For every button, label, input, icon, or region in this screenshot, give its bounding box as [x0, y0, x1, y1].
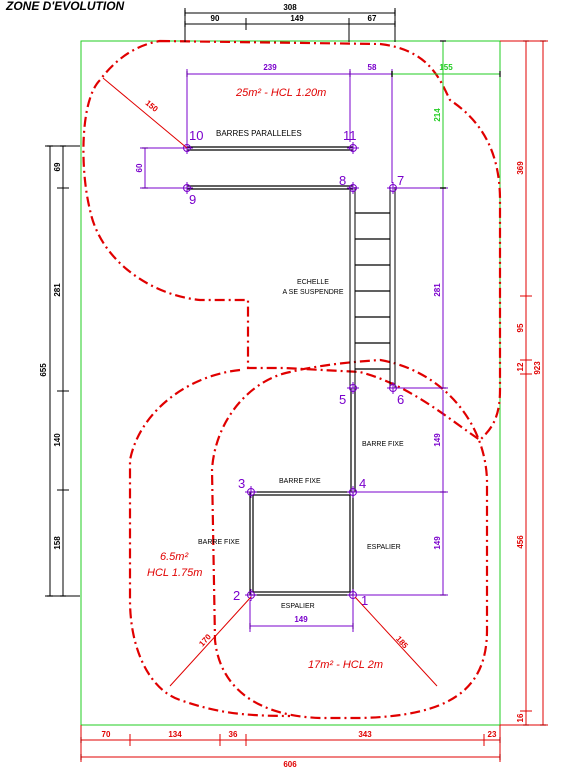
dim-right-369: 369: [516, 161, 525, 175]
safety-zones: [82, 39, 502, 720]
point-label-3: 3: [238, 476, 245, 491]
dim-left-281: 281: [53, 283, 62, 297]
point-label-5: 5: [339, 392, 346, 407]
safety-zone-top: [82, 39, 502, 442]
dim-left-158: 158: [53, 536, 62, 550]
label-barre-fixe-left: BARRE FIXE: [198, 539, 240, 546]
dim-right-95: 95: [516, 323, 525, 332]
dim-top-67: 67: [368, 14, 377, 23]
page-title: ZONE D'EVOLUTION: [6, 0, 125, 13]
safety-zone-left: [128, 368, 291, 718]
dim-bottom-134: 134: [168, 730, 182, 739]
dim-left-69: 69: [53, 162, 62, 171]
dim-top-total: 308: [283, 3, 297, 12]
dim-170: 170: [197, 632, 213, 648]
dim-right-456: 456: [516, 535, 525, 549]
label-echelle-2: A SE SUSPENDRE: [282, 289, 343, 296]
label-barre-fixe-right: BARRE FIXE: [362, 441, 404, 448]
dim-left-140: 140: [53, 433, 62, 447]
dim-left-655: 655: [39, 363, 48, 377]
dim-right-923: 923: [533, 361, 542, 375]
top-dimensions: [184, 8, 396, 42]
safety-zone-bottom: [210, 358, 489, 720]
dim-bottom-343: 343: [358, 730, 372, 739]
dim-149-lower: 149: [433, 536, 442, 550]
left-dimensions: [45, 145, 80, 597]
point-label-7: 7: [397, 173, 404, 188]
label-barre-fixe-top: BARRE FIXE: [279, 478, 321, 485]
dim-281-inner: 281: [433, 283, 442, 297]
label-espalier-right: ESPALIER: [367, 544, 401, 551]
dim-bottom-70: 70: [102, 730, 111, 739]
dim-185: 185: [394, 634, 410, 650]
dim-239: 239: [263, 63, 277, 72]
point-label-10: 10: [189, 128, 203, 143]
dim-top-90: 90: [211, 14, 220, 23]
point-label-6: 6: [397, 392, 404, 407]
equipment: [187, 146, 396, 596]
green-dimension: [391, 40, 501, 189]
dim-149-bottom: 149: [294, 615, 308, 624]
label-barres-paralleles: BARRES PARALLELES: [216, 129, 302, 138]
zone-label-top: 25m² - HCL 1.20m: [235, 87, 326, 99]
bottom-dimensions: [80, 725, 501, 762]
point-label-8: 8: [339, 173, 346, 188]
point-label-4: 4: [359, 476, 366, 491]
dim-right-16: 16: [516, 713, 525, 722]
label-echelle-1: ECHELLE: [297, 279, 329, 286]
dim-214: 214: [433, 108, 442, 122]
point-markers: [181, 142, 399, 601]
dim-bottom-36: 36: [229, 730, 238, 739]
area-boundary: [80, 40, 501, 726]
dim-right-12: 12: [516, 362, 525, 371]
dim-bottom-23: 23: [488, 730, 497, 739]
inner-dimensions: [140, 69, 448, 632]
dim-155: 155: [439, 63, 453, 72]
point-label-9: 9: [189, 192, 196, 207]
dim-bottom-606: 606: [283, 760, 297, 769]
red-radius-lines: [102, 77, 438, 687]
point-labels: 1 2 3 4 5 6 7 8 9 10 11: [189, 128, 404, 608]
label-espalier-bottom: ESPALIER: [281, 603, 315, 610]
dim-top-149: 149: [290, 14, 304, 23]
dim-150: 150: [144, 98, 160, 114]
zone-label-left-1: 6.5m²: [160, 551, 188, 563]
dim-149-upper: 149: [433, 433, 442, 447]
dim-58: 58: [368, 63, 377, 72]
zone-label-left-2: HCL 1.75m: [147, 567, 202, 579]
dim-60: 60: [135, 163, 144, 172]
point-label-1: 1: [361, 593, 368, 608]
right-dimensions: [500, 40, 548, 726]
zone-label-bottom: 17m² - HCL 2m: [308, 659, 383, 671]
point-label-2: 2: [233, 588, 240, 603]
